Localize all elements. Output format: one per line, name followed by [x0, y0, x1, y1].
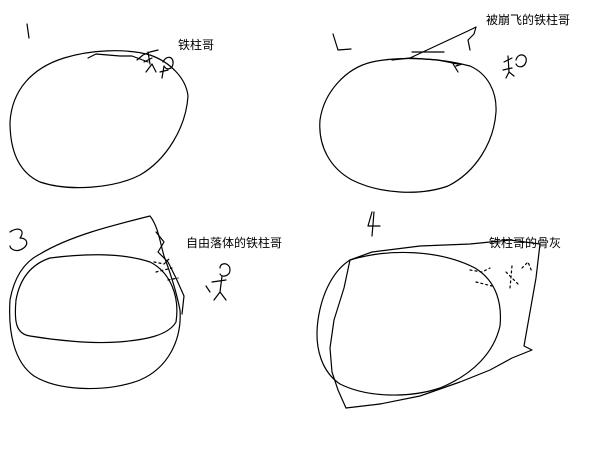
- panel-2: [319, 26, 527, 193]
- panel-3: [9, 215, 231, 390]
- panel-1-rock: [9, 50, 189, 189]
- panel-1-person: [136, 49, 174, 79]
- panel-2-person: [502, 54, 527, 79]
- panel-2-number: [332, 33, 352, 51]
- panel-1-number: [26, 23, 30, 39]
- panel-2-rock-top: [391, 57, 459, 65]
- panel-4-rock: [316, 251, 502, 396]
- panel-4-wreck-bottom: [345, 403, 381, 409]
- panel-1-rock-edge: [87, 53, 149, 63]
- panel-3-falling-dust: [153, 257, 179, 281]
- panel-4-wreck-right: [379, 243, 541, 405]
- panel-1: [9, 23, 189, 189]
- panel-1-caption: 铁柱哥: [178, 38, 215, 52]
- panel-4-caption: 铁柱哥的骨灰: [489, 236, 562, 250]
- panel-4-number: [367, 211, 381, 237]
- panel-3-number: [9, 228, 28, 252]
- panel-2-caption: 被崩飞的铁柱哥: [486, 13, 571, 27]
- panel-3-person: [205, 263, 231, 301]
- panel-3-rock-edge: [155, 231, 185, 315]
- panel-3-rock-inner: [14, 254, 178, 344]
- panel-2-rock: [319, 57, 497, 193]
- panel-4-wreck-left: [329, 259, 351, 409]
- panel-3-rock-outer: [9, 215, 181, 390]
- panel-4-wreck-top: [349, 239, 541, 261]
- panel-4-ashes: [469, 261, 533, 289]
- panel-3-caption: 自由落体的铁柱哥: [186, 236, 283, 250]
- panel-2-flight-trail: [409, 26, 477, 73]
- panel-4: [316, 211, 541, 409]
